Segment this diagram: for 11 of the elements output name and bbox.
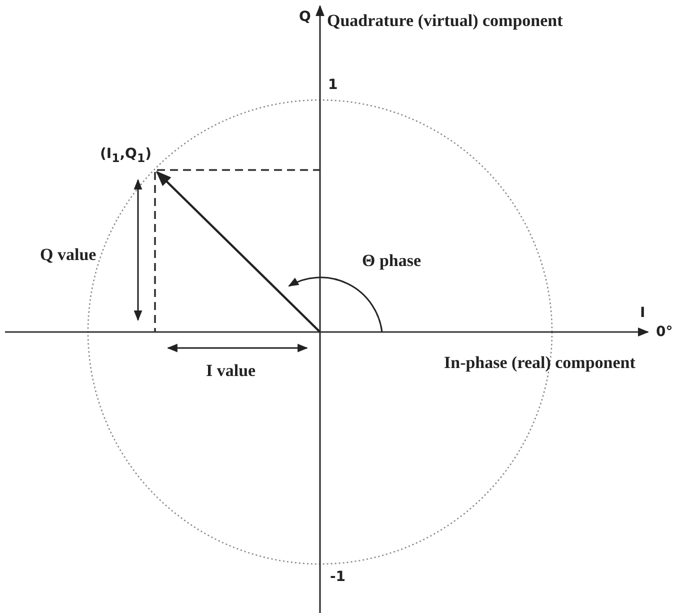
angle-label: 0° [656,325,673,339]
angle-label: Θ phase [362,252,422,269]
value-label: Q value [40,246,96,263]
axis-title: In-phase (real) component [444,354,636,371]
point-label: (I$_{1}$,Q$_{1}$) [100,147,152,164]
tick-label: -1 [330,570,346,584]
axis-label: Q [299,10,311,24]
axis-title: Quadrature (virtual) component [327,12,563,29]
tick-label: 1 [328,78,338,92]
value-label: I value [206,362,256,379]
axis-label: I [640,306,646,320]
